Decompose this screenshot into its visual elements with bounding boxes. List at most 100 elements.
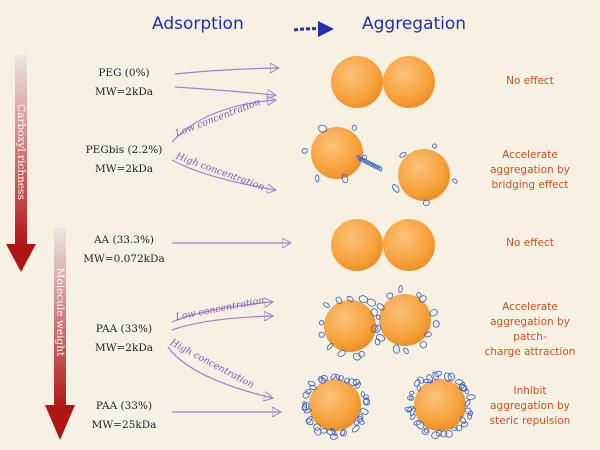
molecule-weight-label: Molecule weight (54, 267, 66, 357)
polymer-label-paa-25: PAA (33%) MW=25kDa (74, 397, 174, 435)
arrow-paa2-low-b (171, 316, 272, 331)
polymer-chain (406, 405, 414, 413)
polymer-chain (461, 421, 469, 428)
polymer-chain (358, 414, 364, 420)
polymer-chain (323, 302, 330, 308)
polymer-chain (459, 416, 467, 424)
arrow-pegbis-low (171, 100, 275, 143)
header-arrow (293, 27, 323, 32)
effect-line: aggregation by patch- (490, 316, 570, 343)
arrow-peg-2 (174, 86, 275, 95)
polymer-mw: MW=25kDa (91, 419, 157, 431)
polymer-chain (426, 374, 433, 384)
particle (383, 219, 435, 271)
polymer-chain (464, 399, 471, 407)
effect-line: charge attraction (484, 346, 576, 358)
polymer-mw: MW=2kDa (94, 342, 154, 354)
polymer-chain (337, 375, 344, 381)
effect-peg: No effect (472, 74, 588, 89)
polymer-chain (398, 285, 403, 293)
effect-line: steric repulsion (489, 415, 571, 427)
effect-line: bridging effect (491, 179, 569, 191)
header-arrow-head (318, 21, 334, 37)
polymer-chain (404, 406, 413, 412)
polymer-chain (451, 426, 458, 431)
polymer-chain (318, 377, 327, 384)
polymer-chain (432, 371, 439, 381)
polymer-chain (376, 314, 381, 320)
polymer-name: PEGbis (2.2%) (85, 144, 163, 156)
polymer-chain (302, 401, 308, 408)
polymer-name: PAA (33%) (95, 400, 153, 412)
polymer-chain (436, 429, 442, 437)
arrow-peg (174, 68, 278, 75)
polymer-chain (422, 199, 430, 207)
polymer-chain (359, 408, 369, 415)
particle (324, 300, 376, 352)
polymer-chain (301, 148, 308, 154)
polymer-chain (309, 385, 317, 391)
polymer-chain (356, 416, 364, 423)
polymer-chain (305, 418, 314, 426)
polymer-chain (346, 295, 354, 302)
polymer-chain (374, 324, 382, 334)
particle (398, 149, 450, 201)
polymer-chain (366, 298, 377, 307)
adsorption-header: Adsorption (152, 14, 244, 34)
polymer-label-paa-2: PAA (33%) MW=2kDa (74, 320, 174, 358)
effect-line: No effect (506, 237, 554, 249)
polymer-chain (330, 373, 337, 380)
effect-line: aggregation by (490, 400, 570, 412)
polymer-chain (302, 391, 310, 399)
polymer-name: AA (33.3%) (93, 234, 155, 246)
polymer-chain (360, 391, 365, 398)
polymer-chain (418, 295, 427, 303)
particle (311, 127, 363, 179)
polymer-chain (413, 420, 421, 426)
particle (331, 219, 383, 271)
polymer-chain (464, 407, 472, 415)
polymer-chain (434, 370, 442, 377)
polymer-chain (304, 389, 312, 395)
polymer-chain (416, 420, 425, 430)
polymer-chain (335, 296, 343, 305)
polymer-chain (358, 351, 365, 358)
polymer-chain (417, 376, 425, 384)
arrow-paa2-low (171, 302, 272, 323)
polymer-chain (429, 309, 438, 317)
polymer-chain (352, 379, 361, 386)
polymer-name: PAA (33%) (95, 323, 153, 335)
polymer-chain (370, 308, 378, 317)
polymer-chain (313, 423, 321, 431)
polymer-label-peg: PEG (0%) MW=2kDa (74, 64, 174, 102)
polymer-chain (362, 154, 367, 161)
particle (331, 56, 383, 108)
polymer-chain (318, 124, 328, 133)
polymer-chain (424, 331, 432, 338)
polymer-chain (466, 394, 476, 400)
polymer-chain (392, 344, 400, 354)
polymer-chain (301, 404, 308, 411)
polymer-chain (413, 379, 421, 387)
polymer-chain (351, 425, 360, 433)
aggregation-header: Aggregation (362, 14, 467, 34)
polymer-chain (386, 292, 394, 299)
polymer-chain (423, 427, 430, 433)
polymer-chain (421, 428, 430, 435)
carboxyl-richness-arrow (6, 55, 36, 272)
arrow-paa2-high (167, 346, 272, 398)
polymer-chain (409, 395, 415, 401)
polymer-chain (454, 379, 464, 385)
effect-paa-25: Inhibit aggregation by steric repulsion (472, 384, 588, 429)
polymer-chain (330, 427, 337, 437)
polymer-chain (452, 178, 458, 184)
polymer-mw: MW=2kDa (94, 163, 154, 175)
polymer-chain (458, 383, 467, 391)
polymer-chain (409, 390, 415, 396)
polymer-chain (363, 397, 371, 406)
effect-line: aggregation by (490, 164, 570, 176)
polymer-chain (319, 319, 325, 326)
polymer-label-aa: AA (33.3%) MW=0.072kDa (74, 231, 174, 269)
polymer-name: PEG (0%) (98, 67, 150, 79)
